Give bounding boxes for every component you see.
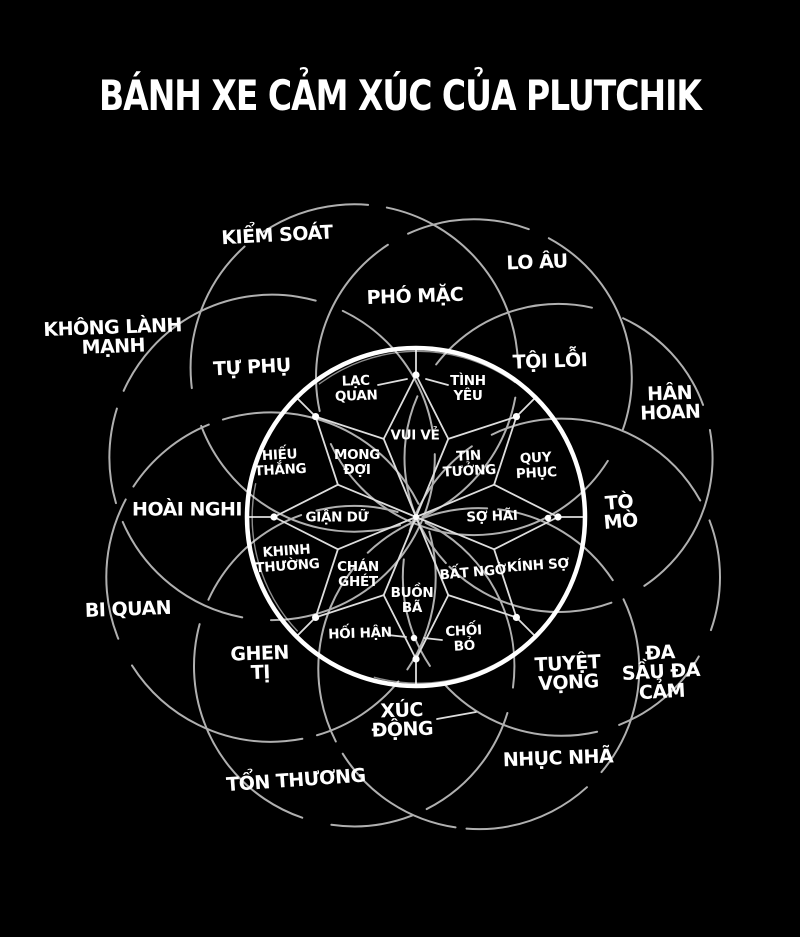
emotion-label: SỢ HÃI — [466, 507, 518, 526]
node-dots — [270, 371, 562, 663]
emotion-label: GIẬN DỮ — [305, 509, 369, 526]
web-lines — [246, 347, 586, 687]
emotion-label: VUI VẺ — [390, 427, 440, 444]
petal-arcs — [105, 203, 722, 831]
emotion-label: HỐI HẬN — [327, 624, 392, 643]
emotion-label: TỘI LỖI — [512, 349, 588, 374]
emotion-label: PHÓ MẶC — [366, 283, 464, 309]
label-connectors — [377, 378, 477, 720]
emotion-label: TỰ PHỤ — [212, 354, 292, 381]
page-title: BÁNH XE CẢM XÚC CỦA PLUTCHIK — [99, 70, 702, 121]
wheel-circle — [244, 345, 588, 689]
emotion-label: HOÀI NGHI — [132, 498, 242, 521]
emotion-label: BI QUAN — [84, 596, 172, 622]
emotion-label: NHỤC NHÃ — [502, 745, 614, 772]
emotion-label: LO ÂU — [505, 250, 568, 275]
